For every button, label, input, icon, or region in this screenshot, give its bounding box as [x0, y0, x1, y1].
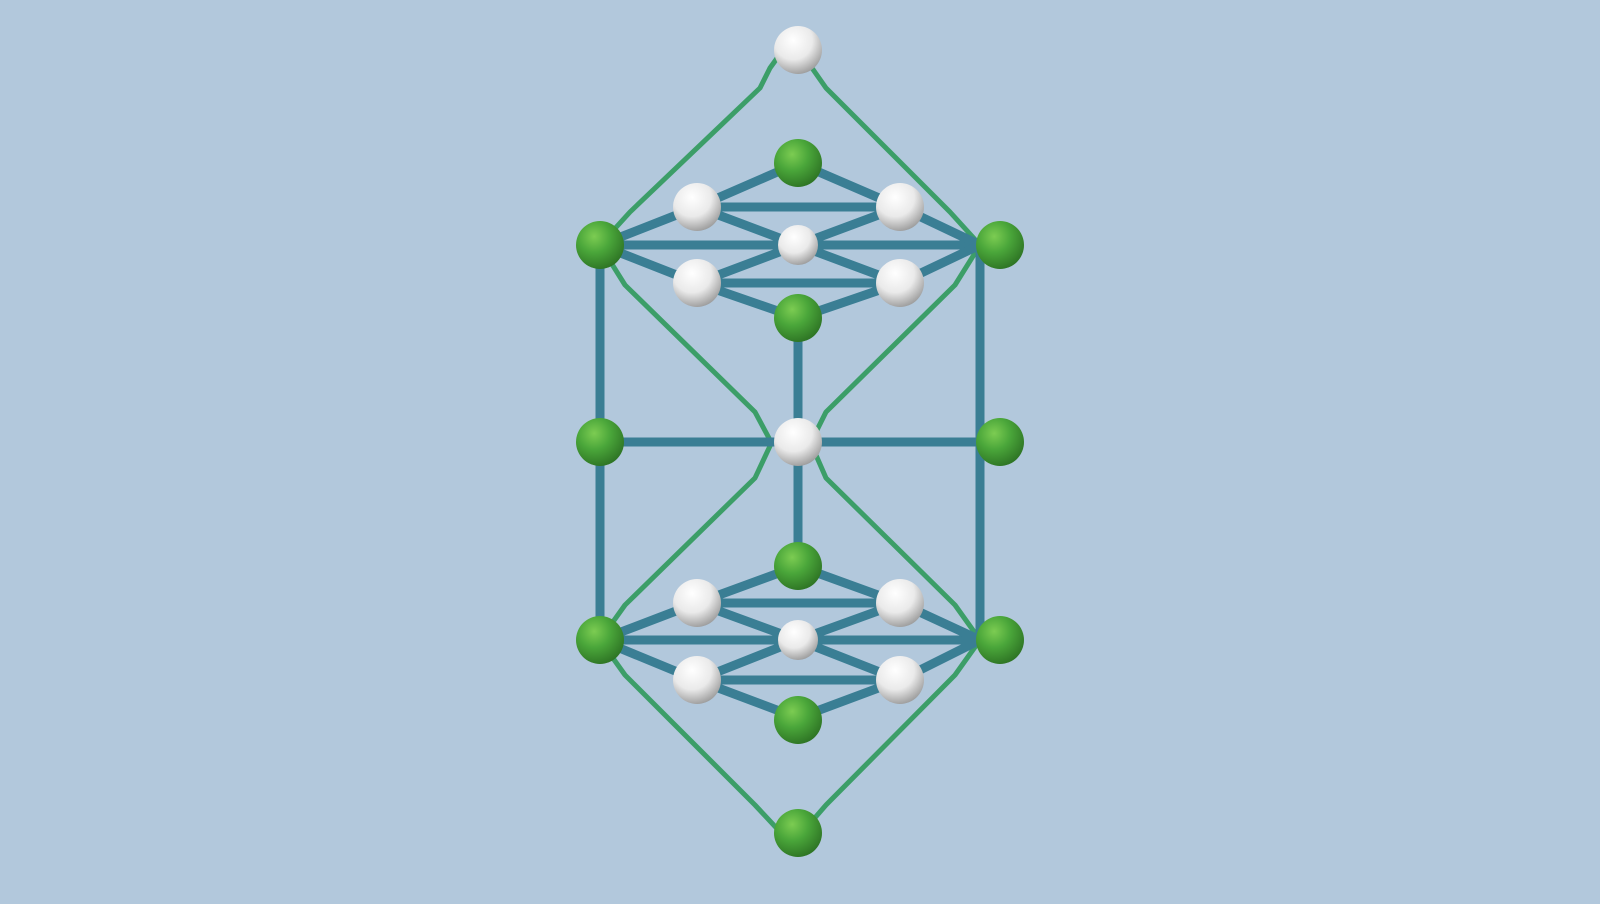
white-sphere: [673, 183, 721, 231]
green-spheres: [576, 139, 1024, 857]
green-rod: [809, 443, 983, 643]
white-sphere: [673, 656, 721, 704]
green-sphere: [976, 418, 1024, 466]
white-sphere: [778, 620, 818, 660]
green-sphere: [576, 418, 624, 466]
white-sphere: [774, 418, 822, 466]
green-sphere: [774, 294, 822, 342]
green-sphere: [774, 139, 822, 187]
green-rod: [809, 242, 983, 443]
green-sphere: [774, 542, 822, 590]
green-sphere: [774, 809, 822, 857]
green-sphere: [774, 696, 822, 744]
white-sphere: [778, 225, 818, 265]
green-sphere: [976, 221, 1024, 269]
green-rod: [597, 47, 786, 248]
green-sphere: [576, 616, 624, 664]
white-sphere: [876, 579, 924, 627]
green-sphere: [576, 221, 624, 269]
white-sphere: [673, 259, 721, 307]
green-sphere: [976, 616, 1024, 664]
white-sphere: [774, 26, 822, 74]
white-sphere: [876, 259, 924, 307]
white-sphere: [876, 656, 924, 704]
white-sphere: [876, 183, 924, 231]
white-spheres: [673, 26, 924, 704]
white-sphere: [673, 579, 721, 627]
